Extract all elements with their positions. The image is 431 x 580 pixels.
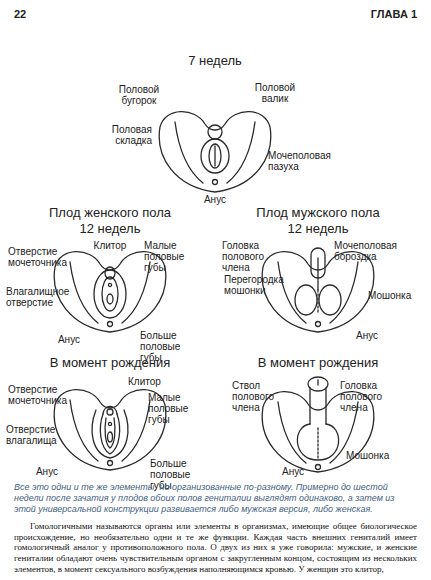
stage-heading: Плод женского пола <box>15 206 205 221</box>
part-label: Анус <box>197 194 233 205</box>
part-label: Малые половые губы <box>148 392 210 426</box>
part-label: Мочеполовая бороздка <box>334 240 414 262</box>
part-label: Ствол полового члена <box>232 380 300 414</box>
part-label: Перегородка мошонки <box>224 274 290 296</box>
part-label: Мочеполовая пазуха <box>268 150 348 172</box>
stage-heading: В момент рождения <box>15 356 205 371</box>
stage-heading: В момент рождения <box>223 356 413 371</box>
stage-heading: 7 недель <box>150 54 280 69</box>
part-label: Отверстие влагалища <box>6 424 70 446</box>
stage-heading: Плод мужского пола <box>223 206 413 221</box>
stage-heading: 12 недель <box>15 222 205 237</box>
body-text: Гомологичными называются органы или элем… <box>14 521 417 574</box>
stage-heading: 12 недель <box>223 222 413 237</box>
running-header: ГЛАВА 1 <box>337 8 417 20</box>
part-label: Малые половые губы <box>144 240 206 274</box>
part-label: Влагалищное отверстие <box>6 286 70 308</box>
part-label: Отверстие мочеточника <box>8 384 74 406</box>
part-label: Клитор <box>90 240 130 251</box>
part-label: Анус <box>282 466 316 477</box>
part-label: Мошонка <box>368 290 418 301</box>
part-label: Головка полового члена <box>222 240 292 274</box>
part-label: Анус <box>52 334 86 345</box>
part-label: Клитор <box>128 376 168 387</box>
part-label: Анус <box>356 330 390 341</box>
part-label: Головка полового члена <box>340 380 412 414</box>
part-label: Отверстие мочеточника <box>8 246 74 268</box>
part-label: Половой бугорок <box>110 84 168 106</box>
part-label: Половая складка <box>92 124 152 146</box>
embryo-7-weeks <box>159 112 271 192</box>
part-label: Анус <box>30 466 64 477</box>
page-number: 22 <box>14 8 74 20</box>
part-label: Мошонка <box>346 450 406 461</box>
part-label: Половой валик <box>246 82 304 104</box>
figure-caption: Все это одни и те же элементы, но органи… <box>14 482 417 515</box>
